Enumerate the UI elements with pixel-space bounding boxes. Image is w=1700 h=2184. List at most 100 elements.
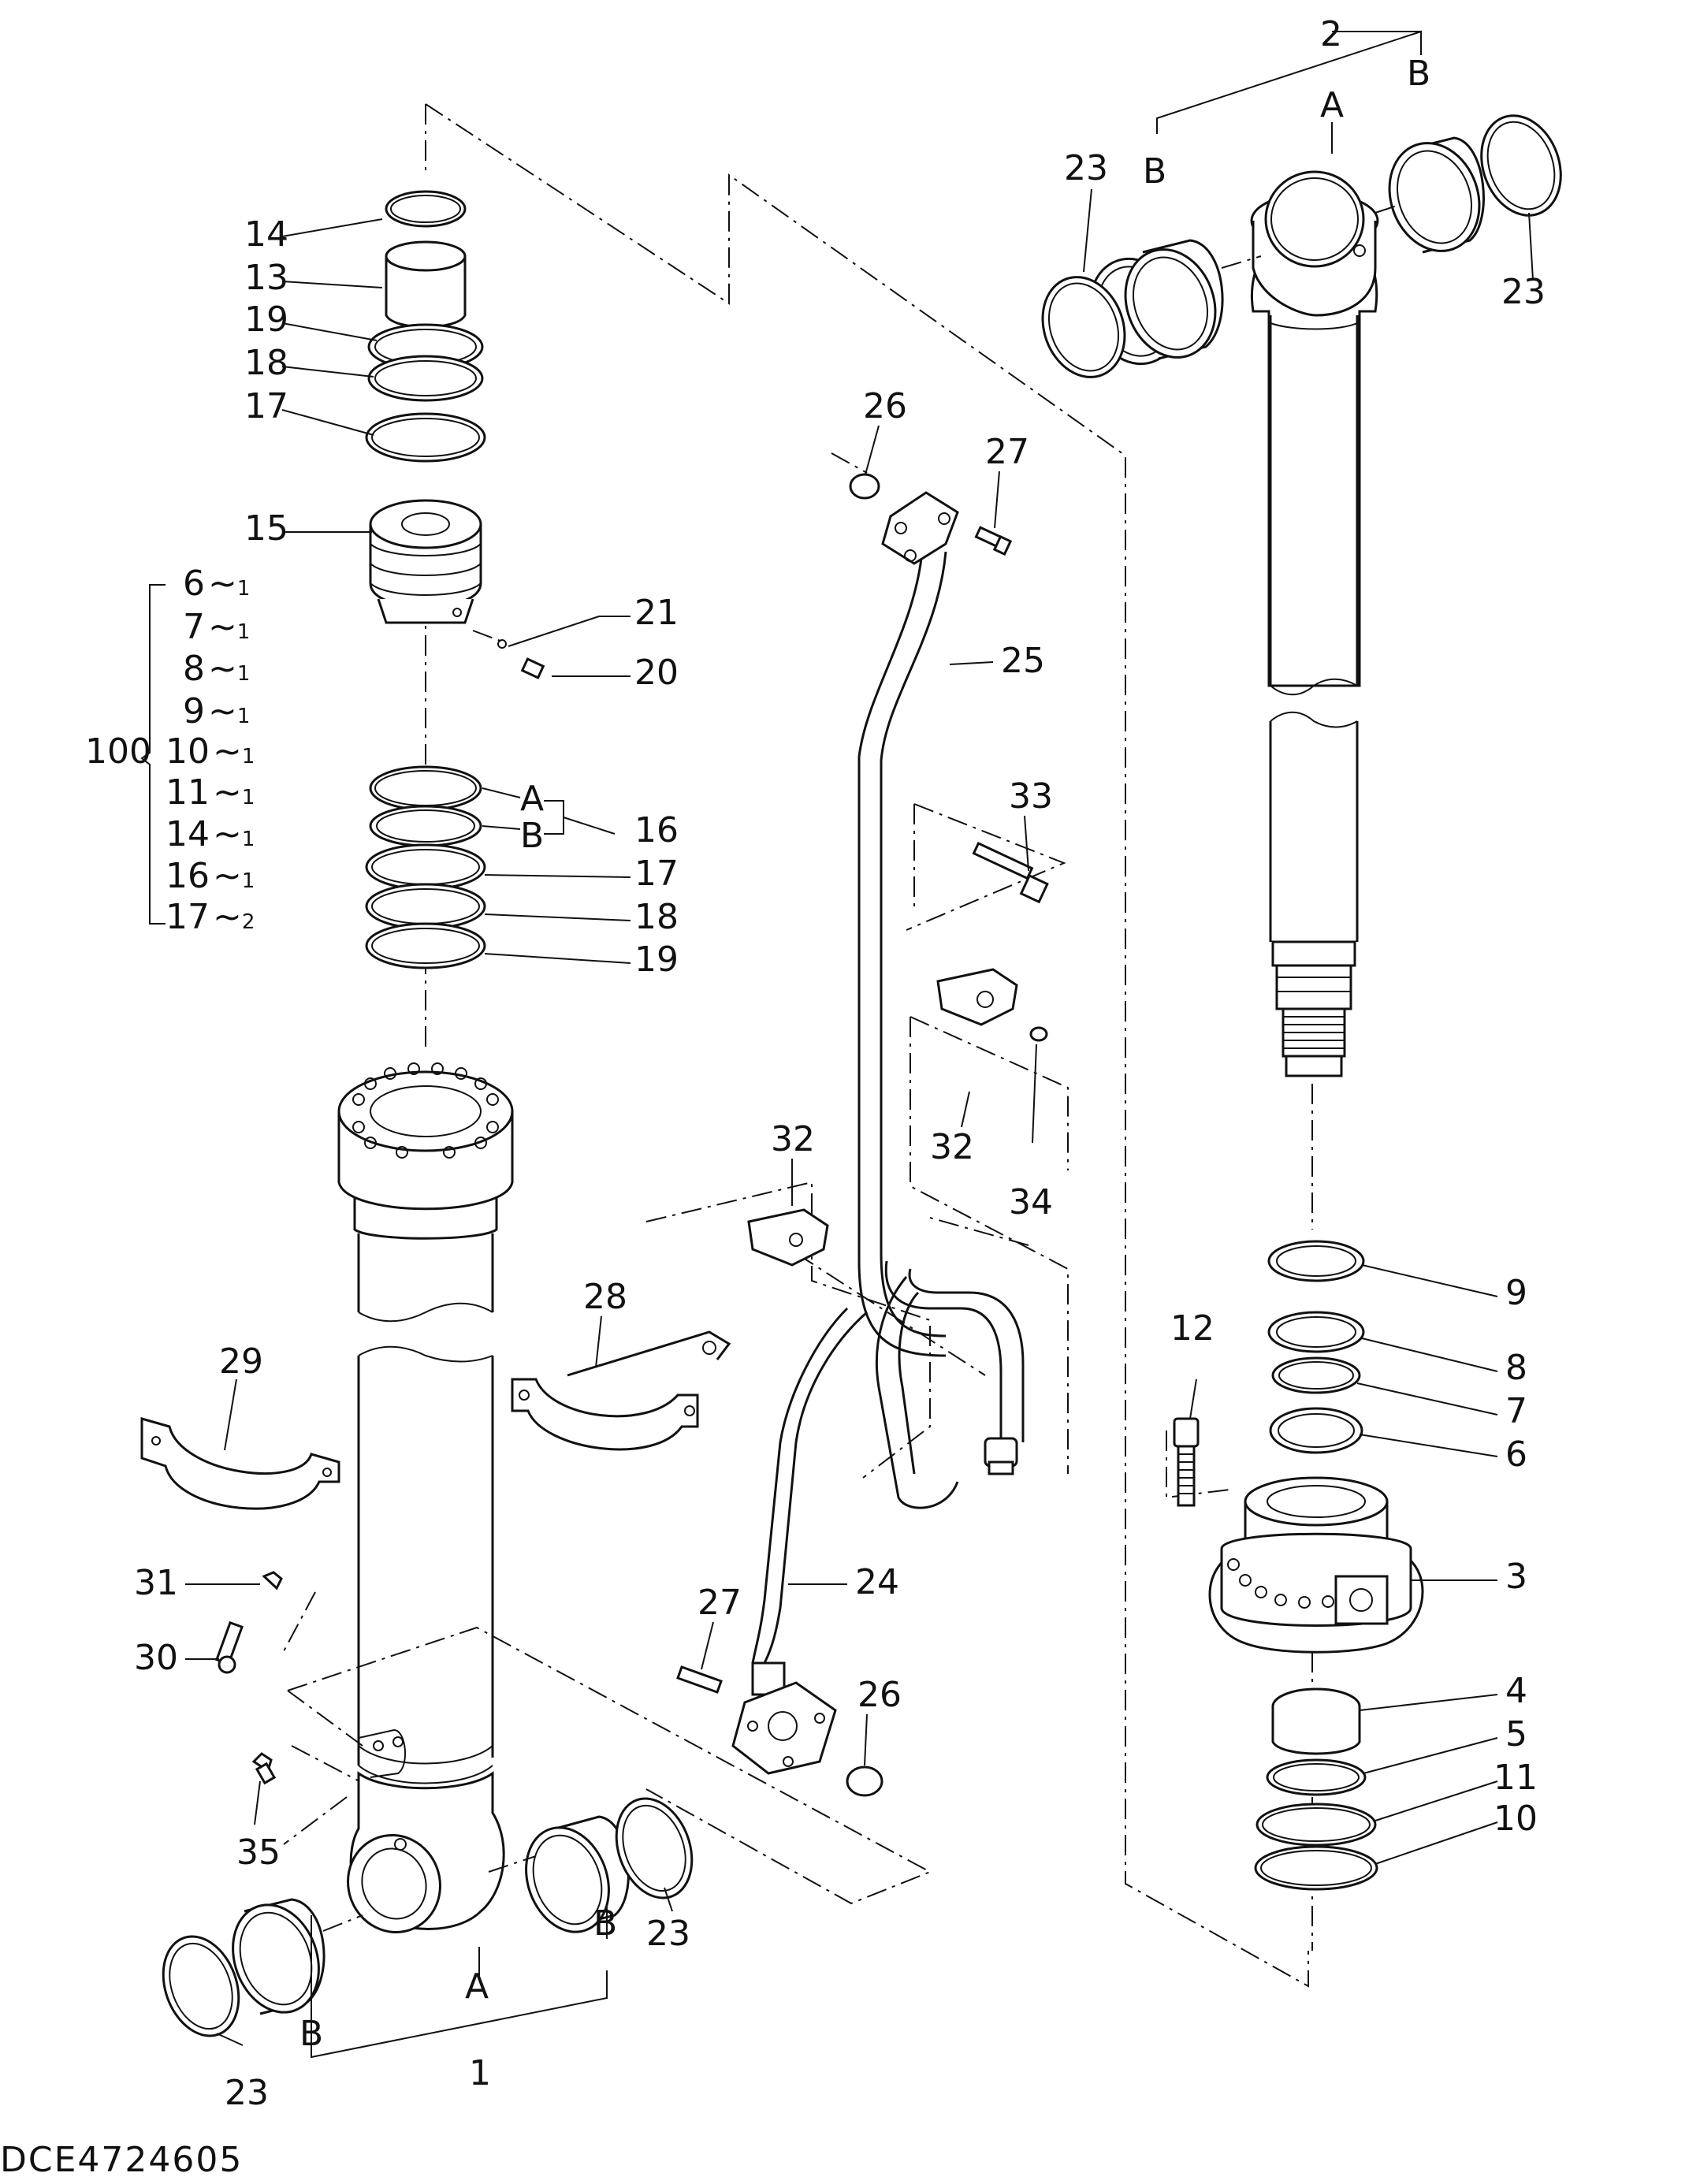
label-13: 13	[244, 258, 288, 298]
label-5: 5	[1505, 1714, 1527, 1754]
label-26-top: 26	[863, 386, 907, 426]
label-17-mid: 17	[634, 854, 679, 894]
label-8: 8	[1505, 1348, 1527, 1388]
label-4: 4	[1505, 1671, 1527, 1711]
cylinder-tube-part-1	[337, 1062, 514, 1934]
label-B-16: B	[520, 816, 544, 856]
label-24: 24	[855, 1562, 899, 1602]
label-23-top-right: 23	[1501, 272, 1546, 312]
label-B-top-right: B	[1407, 54, 1430, 94]
label-3: 3	[1505, 1557, 1527, 1597]
label-B-top-left: B	[1143, 151, 1166, 192]
rod-cover-assembly-right	[1173, 1240, 1424, 1891]
label-35: 35	[236, 1832, 281, 1873]
svg-text:6~1: 6~1	[183, 564, 250, 604]
kit-item-part: 10	[166, 731, 210, 772]
label-32-right: 32	[930, 1127, 974, 1167]
small-hardware	[676, 526, 1049, 1694]
hydraulic-pipes	[731, 473, 1025, 1797]
label-19-top: 19	[244, 300, 288, 340]
label-27-top: 27	[985, 432, 1029, 472]
kit-item: 10~1	[166, 731, 255, 772]
kit-item-qty: 1	[242, 745, 255, 768]
kit-item: 16~1	[166, 856, 255, 896]
kit-item: 7~1	[183, 607, 250, 647]
svg-text:8~1: 8~1	[183, 649, 250, 689]
label-25: 25	[1001, 641, 1045, 681]
piston-rod-part-2	[1250, 170, 1379, 1077]
flange-bolt-holes	[352, 1062, 499, 1159]
kit-item-part: 6	[183, 564, 205, 604]
label-23-top-left: 23	[1064, 148, 1108, 188]
label-B-bottom-right: B	[593, 1903, 617, 1944]
svg-text:16~1: 16~1	[166, 856, 255, 896]
svg-text:14~1: 14~1	[166, 814, 255, 854]
kit-100-list: 100 6~1 7~1 8~1 9~1 10~1 11~1 14~1 16~1 …	[85, 564, 255, 937]
part-labels: 14 13 19 18 17 15 21 20 A B 16 17 18 19 …	[134, 14, 1546, 2113]
label-27-bottom: 27	[697, 1583, 742, 1623]
label-18-mid: 18	[634, 897, 679, 937]
label-16: 16	[634, 810, 679, 850]
label-7: 7	[1505, 1391, 1527, 1431]
kit-item-part: 9	[183, 691, 205, 731]
kit-item-qty: 1	[237, 705, 251, 728]
head-bolt-holes	[1227, 1558, 1334, 1609]
label-21: 21	[634, 593, 679, 633]
label-11: 11	[1494, 1758, 1538, 1798]
piston-seal-stack	[365, 765, 486, 969]
label-10: 10	[1494, 1799, 1538, 1839]
label-A-top: A	[1320, 85, 1344, 125]
kit-item-part: 8	[183, 649, 205, 689]
kit-item-qty: 1	[242, 869, 255, 893]
label-19-mid: 19	[634, 939, 679, 980]
clamps-left	[140, 1330, 731, 1674]
label-A-bottom: A	[465, 1966, 489, 2007]
kit-item-qty: 1	[237, 662, 251, 686]
label-A-16: A	[520, 779, 544, 819]
kit-item: 11~1	[166, 772, 255, 813]
kit-item-part: 17	[166, 897, 210, 937]
kit-item-qty: 1	[237, 577, 251, 601]
svg-text:11~1: 11~1	[166, 772, 255, 813]
label-B-bottom-left: B	[299, 2014, 323, 2054]
label-18-top: 18	[244, 343, 288, 383]
kit-item-qty: 1	[242, 828, 255, 851]
bushings-seals-bottom	[162, 1752, 694, 2037]
bushings-seals-top	[1041, 114, 1562, 378]
kit-item-part: 11	[166, 772, 210, 813]
label-29: 29	[219, 1341, 263, 1382]
label-6: 6	[1505, 1434, 1527, 1475]
kit-item: 8~1	[183, 649, 250, 689]
leader-lines	[140, 30, 1534, 2059]
kit-item-qty: 2	[242, 910, 255, 934]
drawing-id: DCE4724605	[0, 2140, 243, 2180]
kit-item: 14~1	[166, 814, 255, 854]
label-23-bottom-right: 23	[646, 1914, 690, 1954]
label-15: 15	[244, 508, 288, 549]
kit-item-part: 14	[166, 814, 210, 854]
label-1: 1	[469, 2053, 491, 2093]
kit-number: 100	[85, 731, 151, 772]
svg-text:17~2: 17~2	[166, 897, 255, 937]
label-30: 30	[134, 1638, 178, 1678]
label-9: 9	[1505, 1273, 1527, 1313]
label-17-top: 17	[244, 386, 288, 426]
label-28: 28	[583, 1277, 627, 1317]
label-2: 2	[1320, 14, 1342, 54]
label-32-left: 32	[771, 1119, 815, 1159]
kit-item: 17~2	[166, 897, 255, 937]
label-33: 33	[1009, 776, 1053, 817]
label-34: 34	[1009, 1182, 1053, 1222]
svg-text:9~1: 9~1	[183, 691, 250, 731]
label-14: 14	[244, 214, 288, 255]
assembly-dash-lines	[283, 103, 1313, 1988]
svg-text:10~1: 10~1	[166, 731, 255, 772]
kit-item-part: 16	[166, 856, 210, 896]
label-31: 31	[134, 1563, 178, 1603]
kit-item-qty: 1	[242, 786, 255, 809]
label-26-bottom: 26	[857, 1675, 902, 1715]
rod-seal-stack-left	[365, 190, 545, 679]
kit-item: 6~1	[183, 564, 250, 604]
label-20: 20	[634, 653, 679, 693]
